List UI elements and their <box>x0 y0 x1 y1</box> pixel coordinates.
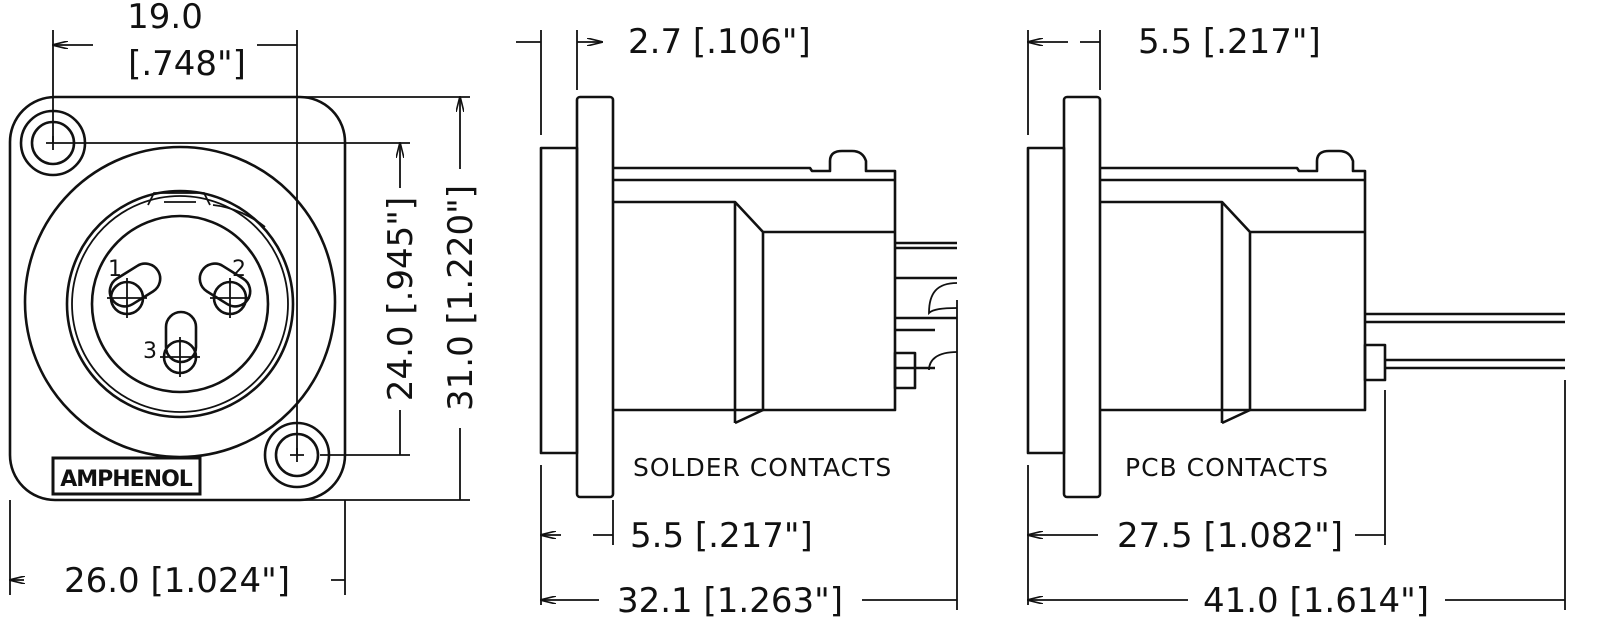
dim-panel: 5.5 [.217"] <box>1138 22 1321 62</box>
svg-text:AMPHENOL: AMPHENOL <box>60 467 193 492</box>
solder-contacts-label: SOLDER CONTACTS <box>633 453 892 482</box>
flange <box>1062 95 1102 499</box>
body-step <box>613 200 895 425</box>
dim-panel: 5.5 [.217"] <box>630 516 813 556</box>
panel <box>1026 146 1066 455</box>
pin-2: 2 <box>198 257 252 318</box>
pcb-contacts-label: PCB CONTACTS <box>1125 453 1329 482</box>
pin-1: 1 <box>107 257 162 318</box>
nut <box>893 351 917 390</box>
svg-text:3: 3 <box>143 339 157 364</box>
dim-overall: 32.1 [1.263"] <box>617 581 843 621</box>
latch-ring <box>65 189 295 419</box>
solder-contacts <box>895 241 957 370</box>
flange <box>575 95 615 499</box>
mounting-plate <box>8 95 347 502</box>
dim-width: 26.0 [1.024"] <box>64 561 290 601</box>
dim-hole-spacing-in: [.748"] <box>128 44 246 84</box>
dim-overall: 41.0 [1.614"] <box>1203 581 1429 621</box>
dim-flange: 2.7 [.106"] <box>628 22 811 62</box>
pcb-pins <box>1365 312 1565 370</box>
dim-hole-vertical: 24.0 [.945"] <box>381 197 421 401</box>
housing <box>1100 149 1367 412</box>
nut <box>1363 343 1387 382</box>
panel <box>539 146 579 455</box>
solder-contacts-view: SOLDER CONTACTS 2.7 [.106"] 5.5 [.217"] … <box>516 22 958 621</box>
front-view: 1 2 3 AMPHENOL 19.0 [.748"] 26.0 [1.024"… <box>10 0 481 601</box>
insert-face <box>90 214 270 394</box>
pin-3: 3 <box>143 310 200 377</box>
body-step <box>1100 200 1365 425</box>
dim-hole-spacing-mm: 19.0 <box>127 0 203 37</box>
pcb-contacts-view: PCB CONTACTS 5.5 [.217"] 27.5 [1.082"] 4… <box>1026 22 1566 621</box>
latch <box>147 192 266 228</box>
dim-body: 27.5 [1.082"] <box>1117 516 1343 556</box>
svg-text:1: 1 <box>108 257 122 282</box>
housing <box>613 149 897 412</box>
amphenol-logo: AMPHENOL <box>51 456 202 496</box>
dim-height: 31.0 [1.220"] <box>441 185 481 411</box>
svg-text:2: 2 <box>232 257 246 282</box>
